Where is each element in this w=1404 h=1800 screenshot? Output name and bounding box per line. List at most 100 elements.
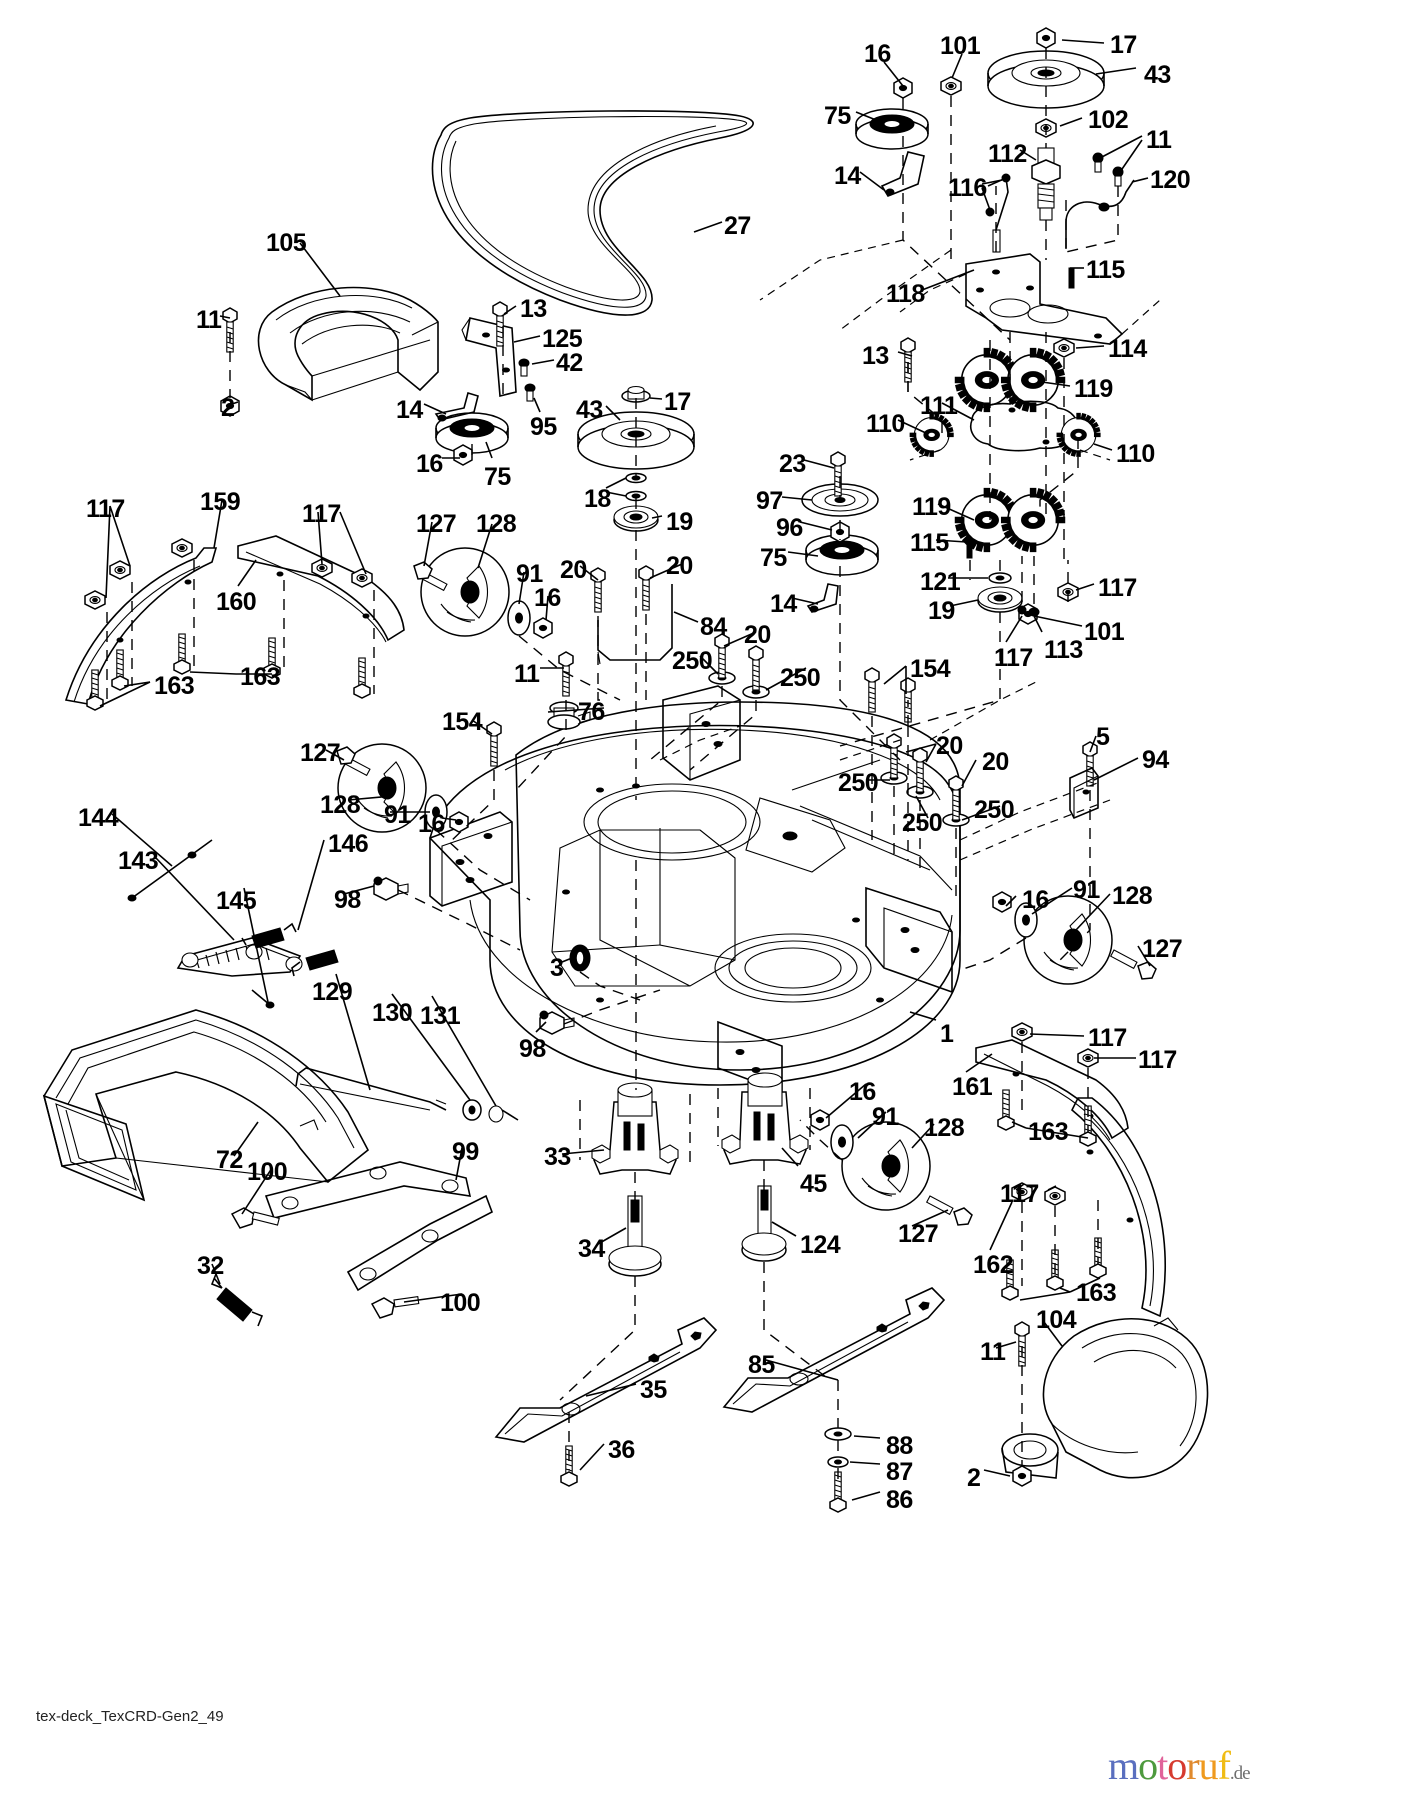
part-bolt-20-b xyxy=(638,565,654,611)
callout-127: 127 xyxy=(300,739,341,767)
part-washer-87 xyxy=(827,1456,849,1468)
callout-43: 43 xyxy=(576,396,603,424)
watermark-letter: f xyxy=(1217,1743,1231,1788)
callout-97: 97 xyxy=(756,487,783,515)
callout-117: 117 xyxy=(1000,1180,1039,1208)
watermark-letter: u xyxy=(1198,1743,1219,1788)
callout-125: 125 xyxy=(542,325,583,353)
part-bracket-125 xyxy=(461,317,517,398)
callout-112: 112 xyxy=(988,140,1027,168)
callout-145: 145 xyxy=(216,887,257,915)
part-spring-146-b xyxy=(291,949,339,977)
callout-160: 160 xyxy=(216,588,257,616)
callout-19: 19 xyxy=(928,597,955,625)
watermark-letter: o xyxy=(1167,1743,1187,1788)
watermark-letter: m xyxy=(1108,1743,1139,1788)
callout-128: 128 xyxy=(1112,882,1153,910)
part-spindle-housing-45 xyxy=(721,1072,809,1262)
callout-19: 19 xyxy=(666,508,693,536)
callout-1: 1 xyxy=(940,1020,954,1048)
callout-154: 154 xyxy=(442,708,483,736)
callout-250: 250 xyxy=(838,769,879,797)
callout-117: 117 xyxy=(1138,1046,1177,1074)
watermark-letter: r xyxy=(1186,1743,1199,1788)
callout-13: 13 xyxy=(520,295,547,323)
callout-117: 117 xyxy=(302,500,341,528)
part-skirt-160 xyxy=(237,535,405,643)
callout-127: 127 xyxy=(1142,935,1183,963)
callout-16: 16 xyxy=(416,450,443,478)
part-bracket-14-left xyxy=(434,391,479,422)
part-bolt-163-e xyxy=(353,657,371,699)
callout-105: 105 xyxy=(266,229,307,257)
callout-13: 13 xyxy=(862,342,889,370)
callout-20: 20 xyxy=(666,552,693,580)
callout-95: 95 xyxy=(530,413,557,441)
part-bolt-20-f xyxy=(912,747,928,793)
callout-163: 163 xyxy=(1076,1279,1117,1307)
part-pin-145 xyxy=(251,989,275,1009)
callout-42: 42 xyxy=(556,349,583,377)
callout-20: 20 xyxy=(560,556,587,584)
callout-121: 121 xyxy=(920,568,961,596)
part-rod-120 xyxy=(1065,179,1135,248)
callout-113: 113 xyxy=(1044,636,1083,664)
callout-99: 99 xyxy=(452,1138,479,1166)
part-nut-16-left xyxy=(453,444,473,466)
callout-14: 14 xyxy=(770,590,797,618)
part-nut-16-wheel-left xyxy=(449,811,469,833)
callout-3: 3 xyxy=(550,954,564,982)
callout-98: 98 xyxy=(334,886,361,914)
callout-146: 146 xyxy=(328,830,369,858)
callout-17: 17 xyxy=(664,388,691,416)
part-spacer-91-bottom xyxy=(830,1124,854,1160)
callout-2: 2 xyxy=(221,394,235,422)
part-bolt-100-a xyxy=(230,1207,280,1229)
callout-2: 2 xyxy=(967,1464,981,1492)
callout-101: 101 xyxy=(1084,618,1125,646)
callout-11: 11 xyxy=(196,306,222,334)
callout-11: 11 xyxy=(980,1338,1006,1366)
callout-117: 117 xyxy=(1088,1024,1127,1052)
part-washer-88 xyxy=(824,1427,852,1441)
part-pulley-43-top xyxy=(987,50,1105,109)
callout-91: 91 xyxy=(384,801,411,829)
part-bolt-163-c xyxy=(173,633,191,675)
callout-101: 101 xyxy=(940,32,981,60)
part-nut-16-wheel-top xyxy=(533,617,553,639)
part-arm-99-a xyxy=(264,1161,472,1219)
callout-119: 119 xyxy=(1074,375,1113,403)
callout-100: 100 xyxy=(247,1158,288,1186)
callout-110: 110 xyxy=(1116,440,1155,468)
part-pin-117-lower xyxy=(1017,605,1027,615)
callout-27: 27 xyxy=(724,212,751,240)
diagram-caption: tex-deck_TexCRD-Gen2_49 xyxy=(36,1708,224,1725)
callout-131: 131 xyxy=(420,1002,461,1030)
watermark-letter: o xyxy=(1138,1743,1158,1788)
part-deck-shell xyxy=(429,685,961,1094)
callout-75: 75 xyxy=(484,463,511,491)
callout-100: 100 xyxy=(440,1289,481,1317)
callout-11: 11 xyxy=(1146,126,1172,154)
watermark-motoruf: motoruf.de xyxy=(1108,1742,1251,1789)
callout-129: 129 xyxy=(312,978,353,1006)
part-bracket-14-top xyxy=(880,151,925,197)
callout-161: 161 xyxy=(952,1073,993,1101)
part-skirt-159 xyxy=(64,547,218,705)
part-bolt-20-g xyxy=(948,775,964,821)
callout-128: 128 xyxy=(320,791,361,819)
callout-20: 20 xyxy=(744,621,771,649)
callout-16: 16 xyxy=(418,810,445,838)
callout-250: 250 xyxy=(780,664,821,692)
part-bolt-11-deck xyxy=(558,651,574,697)
callout-120: 120 xyxy=(1150,166,1191,194)
part-spindle-housing-33 xyxy=(591,1082,679,1277)
callout-88: 88 xyxy=(886,1432,913,1460)
callout-128: 128 xyxy=(924,1114,965,1142)
part-nut-159-nut xyxy=(171,538,193,558)
part-spring-146-a xyxy=(241,922,297,949)
callout-leader-lines xyxy=(99,39,1151,1501)
part-bolt-163-f xyxy=(997,1089,1015,1131)
callout-20: 20 xyxy=(936,732,963,760)
